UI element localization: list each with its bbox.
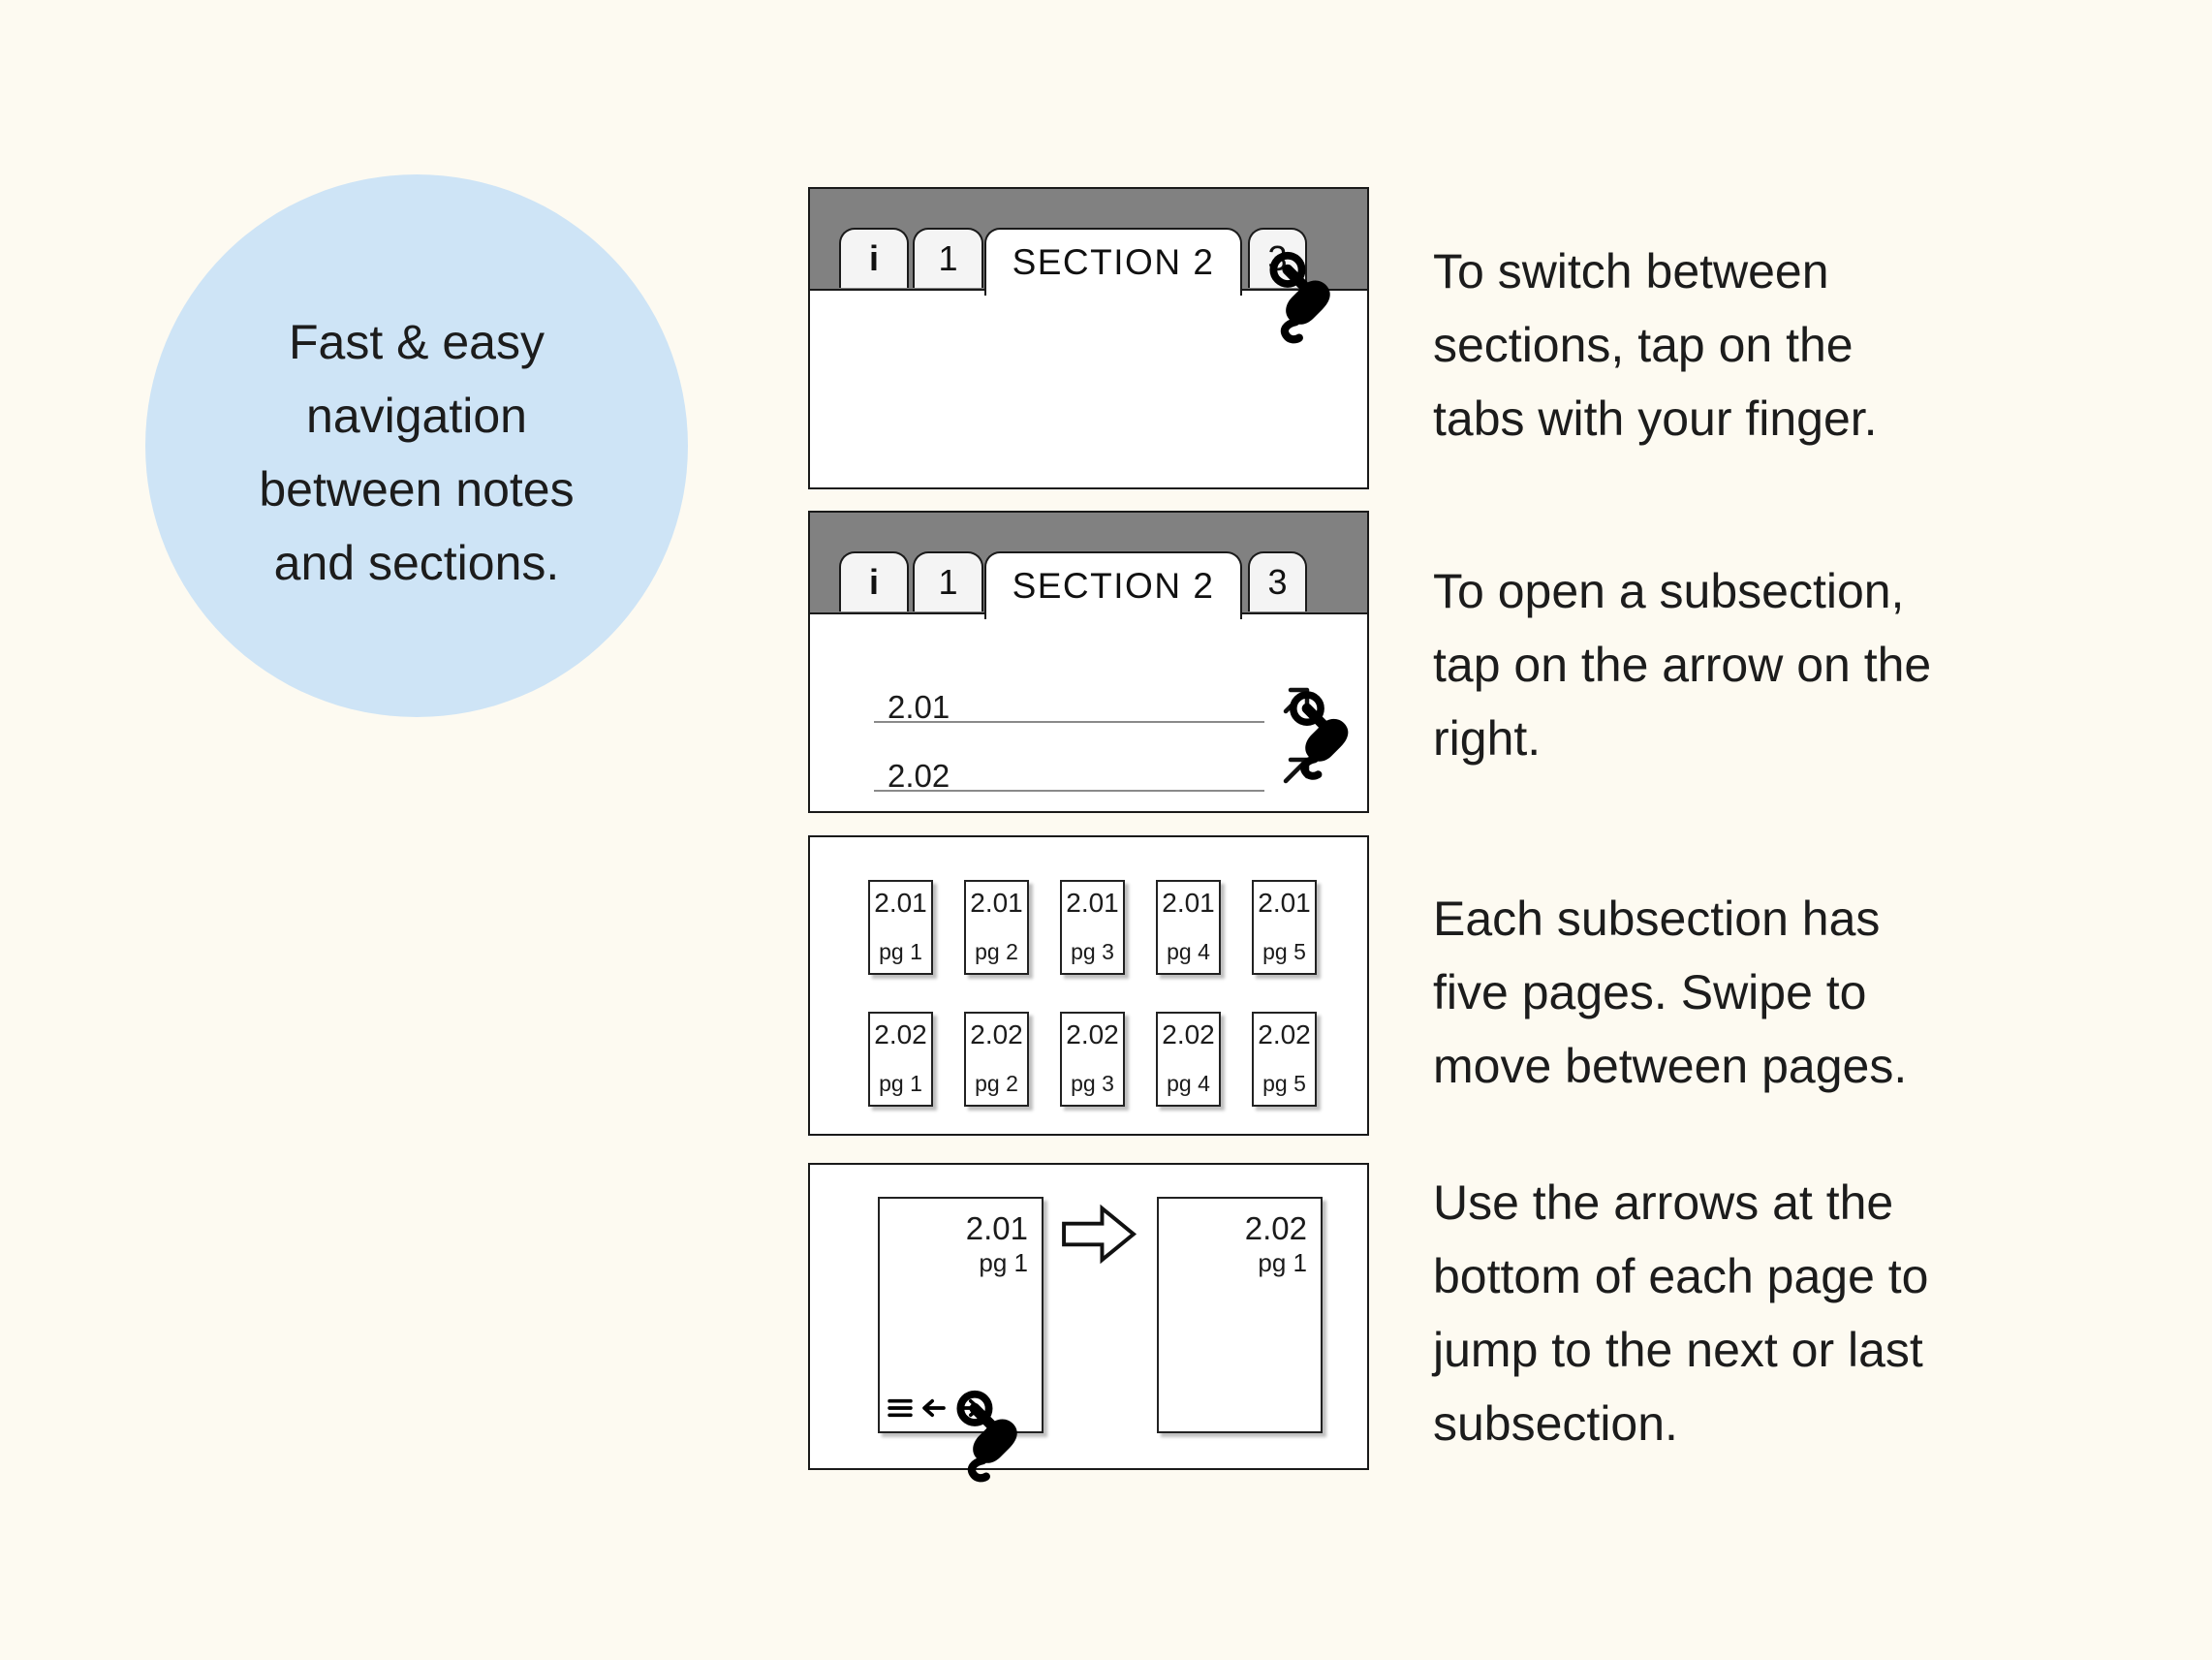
page-card[interactable]: 2.01 pg 1 <box>868 880 933 975</box>
page-label: 2.02 pg 1 <box>1245 1210 1307 1278</box>
subsection-link-2-02[interactable]: 2.02 <box>888 758 950 794</box>
callout-line: and sections. <box>273 536 560 590</box>
page-card[interactable]: 2.02 pg 3 <box>1060 1012 1125 1107</box>
tab-section-1[interactable]: 1 <box>913 228 983 288</box>
panel-jump-arrows: 2.01 pg 1 2.02 pg 1 <box>808 1163 1369 1470</box>
page-card[interactable]: 2.01 pg 2 <box>964 880 1029 975</box>
page-section-label: 2.02 <box>1244 1210 1307 1246</box>
instruction-line: jump to the next or last <box>1433 1323 1923 1377</box>
tap-gesture-icon <box>944 1381 1036 1484</box>
instruction-line: bottom of each page to <box>1433 1249 1929 1303</box>
instruction-line: To switch between <box>1433 244 1829 298</box>
card-page-label: pg 2 <box>975 1071 1018 1096</box>
instruction-line: To open a subsection, <box>1433 564 1905 618</box>
page-card[interactable]: 2.02 pg 1 <box>868 1012 933 1107</box>
instruction-jump-arrows: Use the arrows at the bottom of each pag… <box>1433 1166 1928 1460</box>
card-page-label: pg 3 <box>1071 939 1114 964</box>
tab-section-1[interactable]: 1 <box>913 551 983 611</box>
card-section-label: 2.01 <box>1162 888 1215 918</box>
next-subsection-block-arrow-icon <box>1062 1204 1137 1265</box>
previous-arrow-icon[interactable] <box>920 1398 948 1418</box>
panel-pages-grid: 2.01 pg 1 2.01 pg 2 2.01 pg 3 2.01 pg 4 … <box>808 835 1369 1136</box>
card-page-label: pg 1 <box>879 1071 922 1096</box>
subsection-underline <box>874 721 1264 723</box>
current-page: 2.01 pg 1 <box>878 1197 1044 1433</box>
card-section-label: 2.02 <box>1258 1019 1311 1049</box>
card-page-label: pg 1 <box>879 939 922 964</box>
card-section-label: 2.01 <box>874 888 927 918</box>
panel-subsection-list: i 1 SECTION 2 3 2.01 2.02 <box>808 511 1369 813</box>
callout-text: Fast & easy navigation between notes and… <box>145 305 688 600</box>
tap-gesture-icon <box>1277 680 1366 783</box>
page-number-label: pg 1 <box>979 1248 1028 1277</box>
subsection-link-2-01[interactable]: 2.01 <box>888 689 950 725</box>
card-section-label: 2.01 <box>970 888 1023 918</box>
instruction-line: five pages. Swipe to <box>1433 965 1867 1019</box>
tab-section-2-active[interactable]: SECTION 2 <box>984 551 1242 619</box>
card-section-label: 2.01 <box>1258 888 1311 918</box>
callout-line: between notes <box>259 462 575 517</box>
tab-section-3[interactable]: 3 <box>1248 551 1307 611</box>
instruction-line: move between pages. <box>1433 1039 1908 1093</box>
card-page-label: pg 2 <box>975 939 1018 964</box>
instruction-line: right. <box>1433 711 1542 766</box>
card-section-label: 2.02 <box>1162 1019 1215 1049</box>
page-card[interactable]: 2.02 pg 4 <box>1156 1012 1221 1107</box>
hamburger-menu-icon[interactable] <box>888 1398 913 1418</box>
callout-line: navigation <box>306 389 527 443</box>
instruction-line: subsection. <box>1433 1396 1678 1451</box>
page-card[interactable]: 2.01 pg 3 <box>1060 880 1125 975</box>
subsection-underline <box>874 790 1264 792</box>
card-page-label: pg 3 <box>1071 1071 1114 1096</box>
notebook-header: i 1 SECTION 2 3 <box>810 189 1367 296</box>
instruction-five-pages: Each subsection has five pages. Swipe to… <box>1433 882 1907 1103</box>
page-section-label: 2.01 <box>965 1210 1028 1246</box>
page-label: 2.01 pg 1 <box>966 1210 1028 1278</box>
instruction-line: tap on the arrow on the <box>1433 638 1932 692</box>
card-section-label: 2.02 <box>1066 1019 1119 1049</box>
instruction-line: Each subsection has <box>1433 892 1881 946</box>
page-number-label: pg 1 <box>1258 1248 1307 1277</box>
notebook-header: i 1 SECTION 2 3 <box>810 513 1367 619</box>
page-card[interactable]: 2.02 pg 2 <box>964 1012 1029 1107</box>
tab-info[interactable]: i <box>839 228 909 288</box>
page-card[interactable]: 2.01 pg 5 <box>1252 880 1317 975</box>
card-page-label: pg 5 <box>1262 1071 1306 1096</box>
instruction-switch-sections: To switch between sections, tap on the t… <box>1433 235 1878 455</box>
card-page-label: pg 4 <box>1167 1071 1210 1096</box>
tap-gesture-icon <box>1257 242 1349 345</box>
instruction-line: Use the arrows at the <box>1433 1175 1894 1230</box>
tab-section-2-active[interactable]: SECTION 2 <box>984 228 1242 296</box>
instruction-open-subsection: To open a subsection, tap on the arrow o… <box>1433 554 1931 775</box>
card-section-label: 2.02 <box>874 1019 927 1049</box>
tab-info[interactable]: i <box>839 551 909 611</box>
card-section-label: 2.02 <box>970 1019 1023 1049</box>
page-card[interactable]: 2.02 pg 5 <box>1252 1012 1317 1107</box>
panel-tab-switching: i 1 SECTION 2 3 <box>808 187 1369 489</box>
page-card[interactable]: 2.01 pg 4 <box>1156 880 1221 975</box>
instruction-line: tabs with your finger. <box>1433 392 1878 446</box>
next-subsection-page: 2.02 pg 1 <box>1157 1197 1323 1433</box>
card-page-label: pg 4 <box>1167 939 1210 964</box>
callout-circle <box>145 174 688 717</box>
instruction-line: sections, tap on the <box>1433 318 1854 372</box>
card-section-label: 2.01 <box>1066 888 1119 918</box>
card-page-label: pg 5 <box>1262 939 1306 964</box>
callout-line: Fast & easy <box>289 315 545 369</box>
